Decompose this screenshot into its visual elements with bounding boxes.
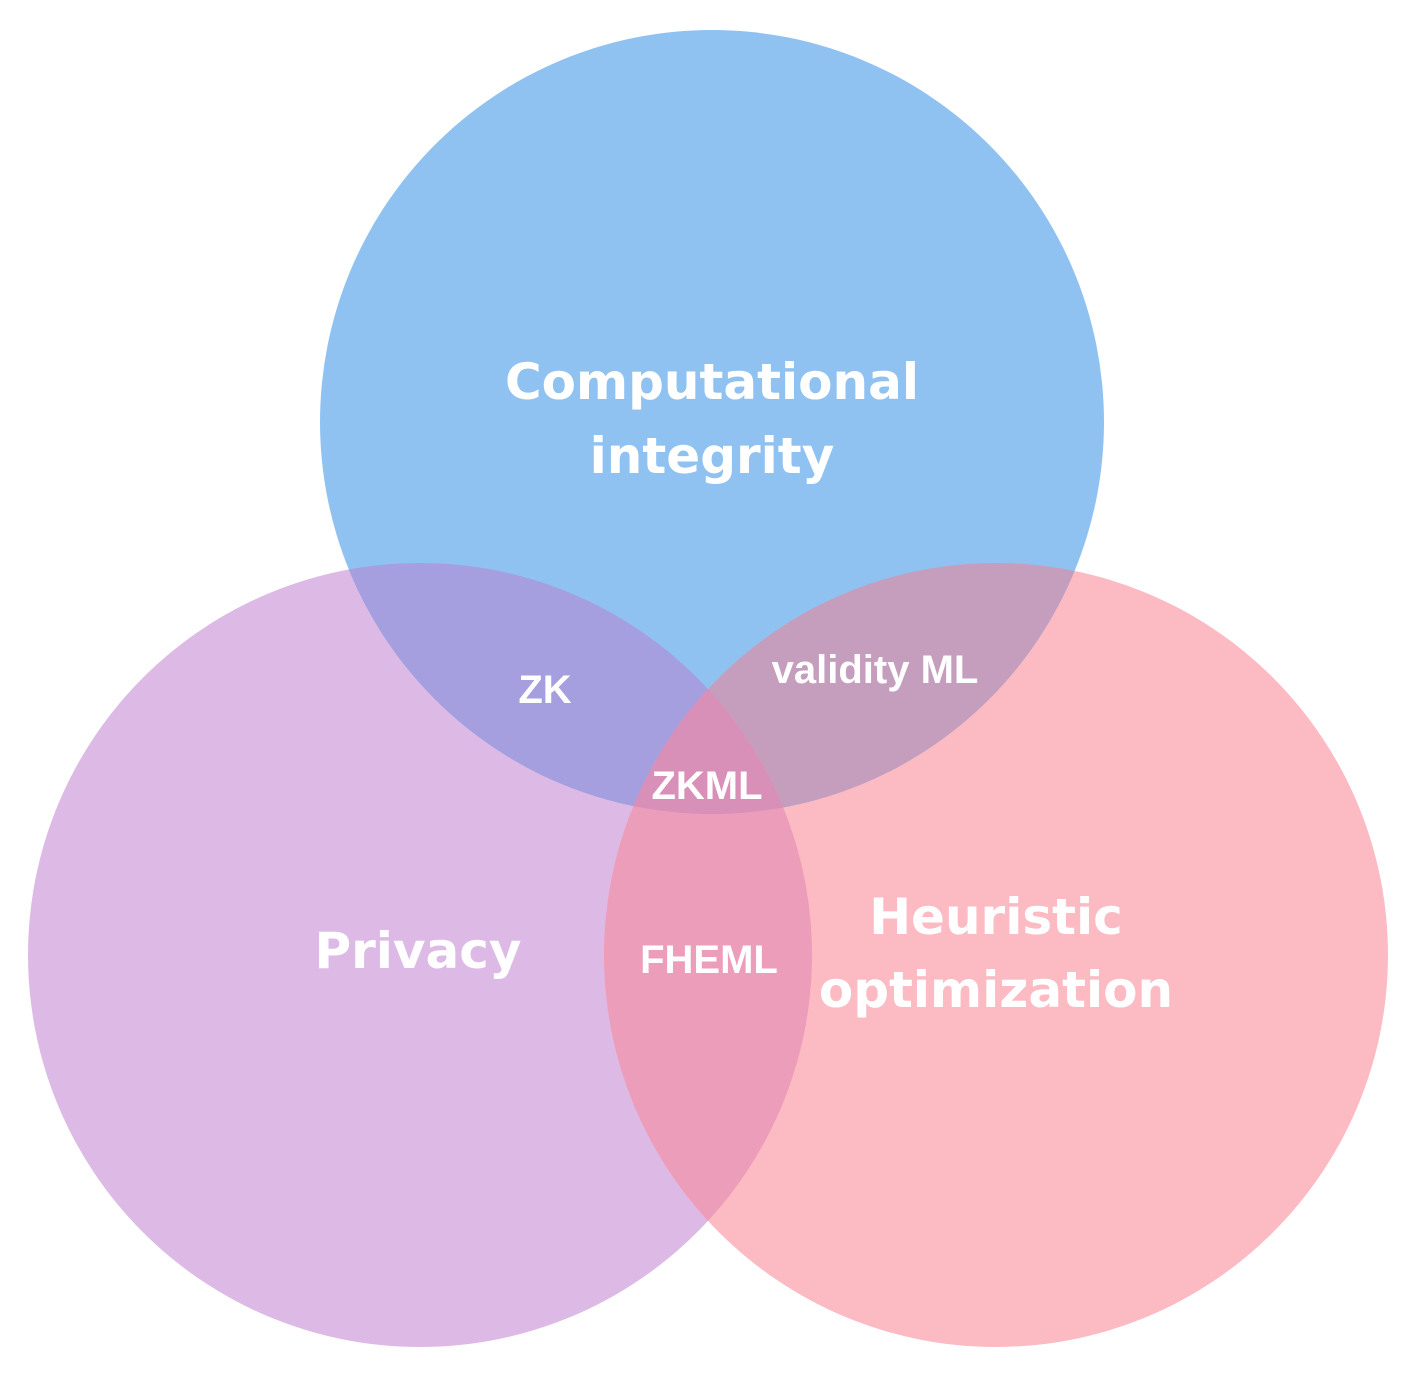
label-heuristic-optimization-line2: optimization: [819, 961, 1173, 1019]
label-zkml: ZKML: [651, 764, 762, 808]
overlap-integrity-privacy: [320, 563, 812, 814]
label-validity-ml: validity ML: [772, 648, 979, 692]
label-privacy: Privacy: [314, 922, 521, 980]
label-heuristic-optimization-line1: Heuristic: [869, 888, 1123, 946]
label-computational-integrity-line1: Computational: [505, 353, 919, 411]
label-computational-integrity-line2: integrity: [590, 427, 835, 485]
overlap-integrity-heuristic: [604, 563, 1104, 814]
label-zk: ZK: [518, 668, 571, 712]
label-fheml: FHEML: [640, 938, 778, 982]
